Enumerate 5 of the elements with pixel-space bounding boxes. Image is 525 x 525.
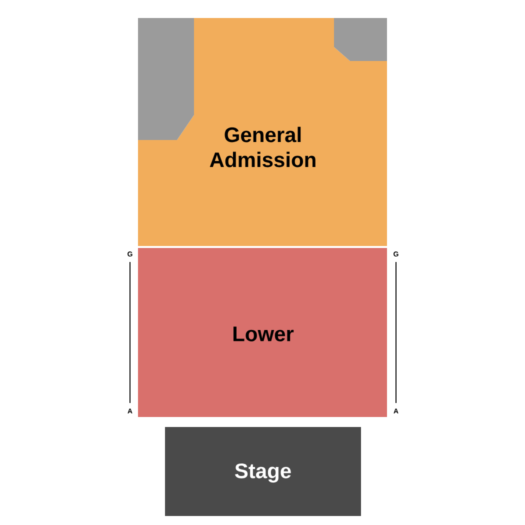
general-admission-section: General Admission	[138, 18, 387, 246]
blocked-area	[334, 18, 387, 61]
stage: Stage	[165, 427, 361, 516]
blocked-area	[138, 18, 194, 140]
lower-section: Lower	[138, 248, 387, 417]
